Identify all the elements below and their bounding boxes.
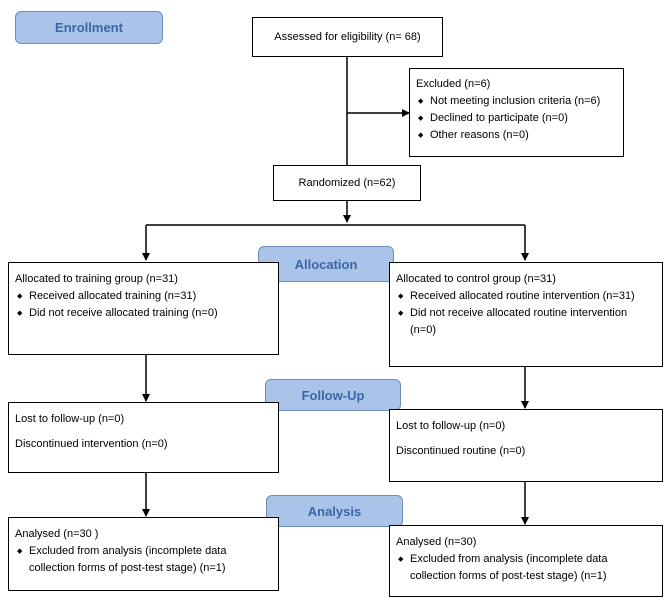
control-analysis-box: Analysed (n=30) Excluded from analysis (…: [389, 525, 663, 597]
stage-label-enrollment: Enrollment: [15, 11, 163, 44]
training-allocation-item: Received allocated training (n=31): [15, 288, 272, 305]
control-allocation-item: Received allocated routine intervention …: [396, 288, 656, 305]
training-followup-discontinued: Discontinued intervention (n=0): [15, 438, 168, 450]
stage-label-follow-up: Follow-Up: [265, 379, 401, 411]
randomized-box: Randomized (n=62): [273, 165, 421, 201]
assessed-box: Assessed for eligibility (n= 68): [252, 17, 443, 57]
excluded-item: Declined to participate (n=0): [416, 110, 617, 127]
excluded-item: Other reasons (n=0): [416, 127, 617, 144]
training-allocation-item: Did not receive allocated training (n=0): [15, 305, 272, 322]
control-followup-discontinued: Discontinued routine (n=0): [396, 445, 526, 457]
control-analysis-item: Excluded from analysis (incomplete data …: [396, 551, 656, 585]
control-allocation-box: Allocated to control group (n=31) Receiv…: [389, 262, 663, 367]
training-analysis-box: Analysed (n=30 ) Excluded from analysis …: [8, 517, 279, 591]
excluded-title: Excluded (n=6): [416, 78, 491, 90]
control-followup-box: Lost to follow-up (n=0) Discontinued rou…: [389, 409, 663, 482]
training-followup-box: Lost to follow-up (n=0) Discontinued int…: [8, 402, 279, 473]
training-analysis-title: Analysed (n=30 ): [15, 528, 99, 540]
excluded-item: Not meeting inclusion criteria (n=6): [416, 93, 617, 110]
control-allocation-item: Did not receive allocated routine interv…: [396, 305, 656, 339]
stage-label-analysis: Analysis: [266, 495, 403, 527]
training-analysis-item: Excluded from analysis (incomplete data …: [15, 543, 272, 577]
control-followup-lost: Lost to follow-up (n=0): [396, 420, 506, 432]
training-allocation-box: Allocated to training group (n=31) Recei…: [8, 262, 279, 355]
training-followup-lost: Lost to follow-up (n=0): [15, 413, 125, 425]
control-allocation-title: Allocated to control group (n=31): [396, 273, 556, 285]
training-allocation-title: Allocated to training group (n=31): [15, 273, 178, 285]
excluded-box: Excluded (n=6) Not meeting inclusion cri…: [409, 68, 624, 157]
control-analysis-title: Analysed (n=30): [396, 536, 477, 548]
